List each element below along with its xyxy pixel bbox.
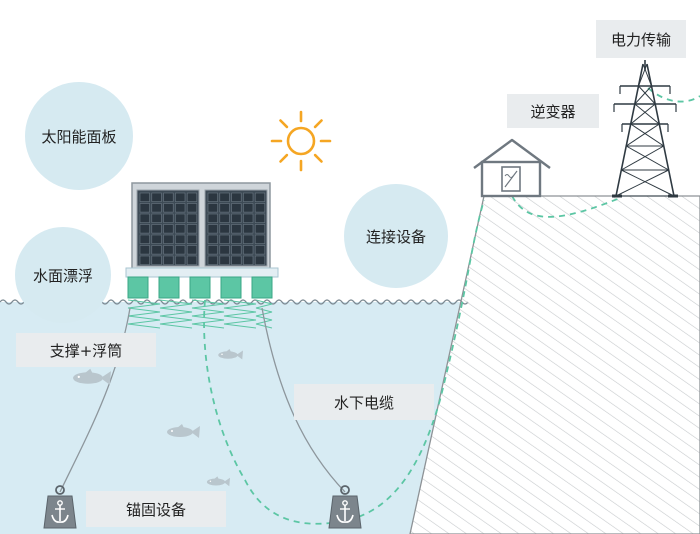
fish-icon xyxy=(73,368,111,385)
cable-to-inverter xyxy=(511,195,621,218)
water-floating-label: 水面漂浮 xyxy=(32,266,93,285)
anchor-equipment-label: 锚固设备 xyxy=(125,500,186,519)
inverter-box: 逆变器 xyxy=(507,94,599,128)
support-float-label: 支撑+浮筒 xyxy=(49,341,123,360)
house-icon xyxy=(473,138,551,198)
underwater-cable-box: 水下电缆 xyxy=(294,384,434,420)
float-platform xyxy=(125,267,279,299)
power-transmission-box: 电力传输 xyxy=(596,20,686,58)
anchor-icon xyxy=(43,485,77,529)
underwater-cable-label: 水下电缆 xyxy=(333,393,394,412)
power-transmission-label: 电力传输 xyxy=(610,30,671,49)
land-cliff xyxy=(409,195,700,534)
transmission-tower-icon xyxy=(612,60,678,198)
anchor-equipment-box: 锚固设备 xyxy=(86,491,226,527)
support-float-box: 支撑+浮筒 xyxy=(16,333,156,367)
underwater-cable xyxy=(203,199,485,525)
solar-panel-label: 太阳能面板 xyxy=(41,127,117,146)
zigzag-moorings xyxy=(127,299,273,329)
anchor-icon xyxy=(328,485,362,529)
transmission-line xyxy=(647,87,700,103)
connection-equipment-label: 连接设备 xyxy=(365,227,426,246)
connection-equipment-bubble: 连接设备 xyxy=(344,184,448,288)
solar-panel-array xyxy=(131,182,271,272)
inverter-label: 逆变器 xyxy=(530,102,576,121)
fish-icon xyxy=(167,424,200,438)
sun-icon xyxy=(270,110,332,172)
fish-icon xyxy=(206,476,230,487)
fish-icon xyxy=(218,349,243,360)
water-floating-bubble: 水面漂浮 xyxy=(15,227,111,323)
solar-panel-bubble: 太阳能面板 xyxy=(25,82,133,190)
